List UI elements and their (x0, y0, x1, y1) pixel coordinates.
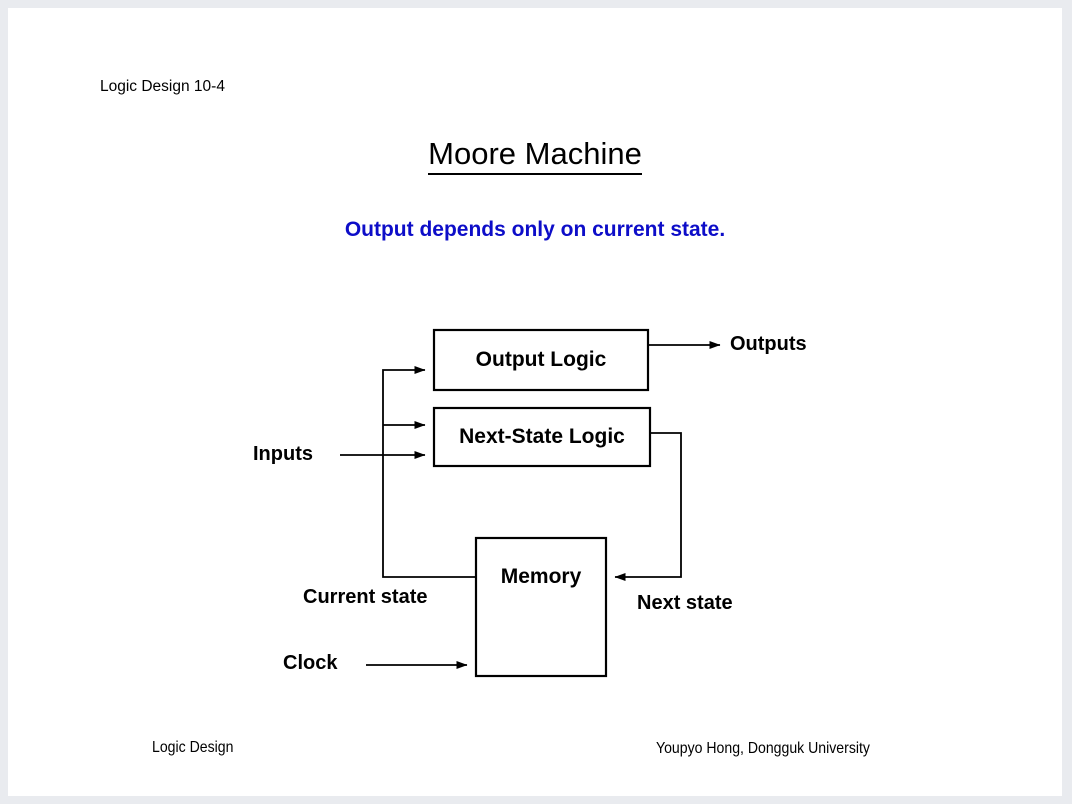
page-title: Moore Machine (8, 136, 1062, 175)
block-label-output-logic: Output Logic (475, 348, 607, 371)
moore-machine-diagram (340, 328, 721, 678)
signal-label-next-state: Next state (637, 592, 733, 614)
slide-page: Logic Design 10-4 Moore Machine Output d… (8, 8, 1062, 796)
signal-label-outputs: Outputs (730, 333, 807, 355)
signal-label-clock: Clock (283, 652, 338, 674)
wire-next-state (614, 432, 682, 581)
block-next-state-logic (432, 406, 652, 468)
block-label-next-state-logic: Next-State Logic (459, 425, 625, 448)
block-memory (474, 536, 608, 678)
page-title-text: Moore Machine (428, 136, 642, 175)
slide-subtitle: Output depends only on current state. (344, 218, 726, 241)
footer-right-text: Youpyo Hong, Dongguk University (656, 740, 870, 757)
signal-label-current-state: Current state (303, 586, 428, 608)
block-label-memory: Memory (500, 565, 582, 588)
signal-label-inputs: Inputs (253, 443, 313, 465)
block-output-logic (432, 328, 650, 392)
footer-left-text: Logic Design (152, 739, 234, 756)
slide-header-text: Logic Design 10-4 (100, 78, 225, 95)
wire-current-state-feedback (382, 366, 476, 578)
